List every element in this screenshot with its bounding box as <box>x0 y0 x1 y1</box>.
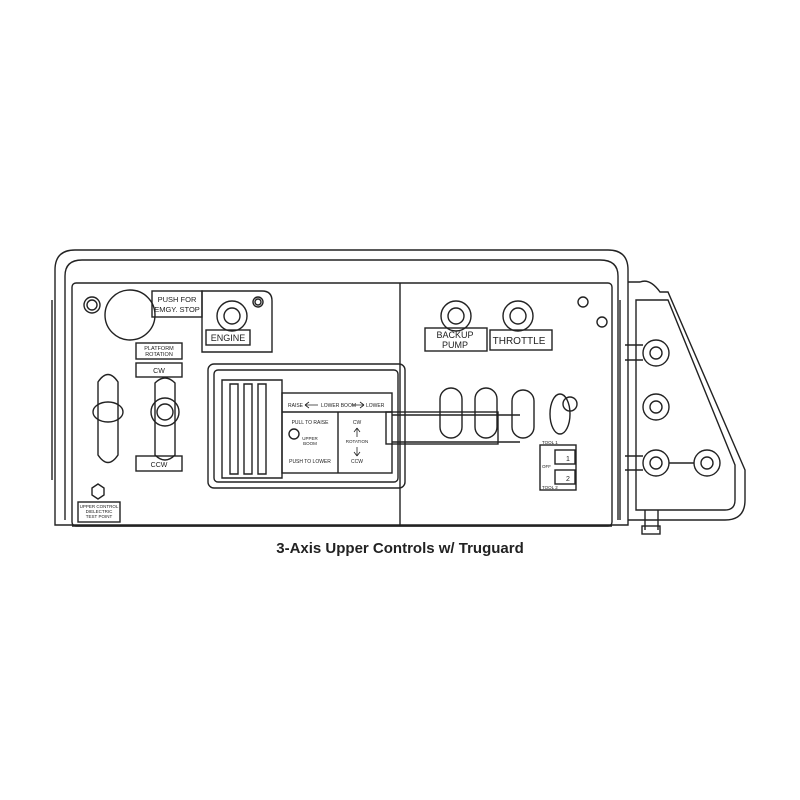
rotation-ccw-label: CCW <box>351 459 363 465</box>
boom-raise-label: RAISE <box>288 403 304 409</box>
controller-face <box>281 392 393 474</box>
tool-selector-plate <box>539 444 577 491</box>
ccw-label: CCW <box>151 462 168 469</box>
off-label: OFF <box>542 464 551 469</box>
tool-number-1: 1 <box>566 456 570 463</box>
engine-label: ENGINE <box>211 333 246 343</box>
fitting-2 <box>642 393 670 421</box>
upper-boom-label-1: UPPER <box>302 436 318 441</box>
throttle-plate <box>489 329 553 351</box>
push-to-lower-label: PUSH TO LOWER <box>289 459 331 465</box>
tool-selector-knob[interactable] <box>549 393 571 435</box>
tool-slot-1 <box>439 387 463 439</box>
fitting-3 <box>642 449 670 477</box>
tool-slot-2 <box>474 387 498 439</box>
backup-pump-plate <box>424 327 488 352</box>
housing-outer <box>54 249 629 526</box>
fitting-4 <box>693 449 721 477</box>
emergency-stop-button[interactable] <box>104 289 156 341</box>
throttle-label: THROTTLE <box>493 336 546 347</box>
boom-lower-label: LOWER <box>366 403 385 409</box>
emergency-stop-label-1: PUSH FOR <box>158 295 197 304</box>
boot-bellows <box>221 379 283 479</box>
platform-rotation-plate <box>135 342 183 360</box>
backup-pump-label-1: BACKUP <box>436 330 473 340</box>
backup-pump-label-2: PUMP <box>442 340 468 350</box>
upper-boom-label-2: BOOM <box>303 441 317 446</box>
rotation-slot-center <box>154 377 176 461</box>
truguard-frame-inner <box>635 299 736 511</box>
upper-boom-knob[interactable] <box>288 428 300 440</box>
pull-to-raise-label: PULL TO RAISE <box>292 420 330 426</box>
tool-2-label: TOOL 2 <box>542 485 558 490</box>
rotation-cw-label: CW <box>353 420 362 426</box>
cw-label: CW <box>153 368 165 375</box>
hex-nut <box>91 483 105 500</box>
controller-housing <box>207 363 406 489</box>
backup-pump-switch[interactable] <box>440 300 472 332</box>
engine-plate <box>205 329 251 346</box>
platform-rotation-label-2: ROTATION <box>145 352 173 358</box>
engine-switch[interactable] <box>216 300 248 332</box>
throttle-switch[interactable] <box>502 300 534 332</box>
diagram-caption: 3-Axis Upper Controls w/ Truguard <box>276 540 524 557</box>
dielectric-plate <box>77 501 121 523</box>
tool-slot-3 <box>511 389 535 439</box>
fitting-1 <box>642 339 670 367</box>
platform-rotation-knob[interactable] <box>150 397 180 427</box>
arrow-right-icon <box>352 401 365 409</box>
tool-1-label: TOOL 1 <box>542 440 558 445</box>
rotation-label: ROTATION <box>346 439 369 444</box>
housing-inner <box>64 259 619 520</box>
arrow-left-icon <box>304 401 318 409</box>
rotation-slot-left <box>97 373 119 464</box>
platform-rotation-label-1: PLATFORM <box>144 346 174 352</box>
tool-number-2: 2 <box>566 476 570 483</box>
dielectric-label-1: UPPER CONTROL <box>80 504 119 509</box>
boom-handle[interactable] <box>385 411 499 445</box>
boom-lower-boom-label: LOWER BOOM <box>321 403 356 409</box>
truguard-frame <box>628 280 746 521</box>
arrow-up-icon <box>353 427 361 437</box>
corner-screw <box>83 296 101 314</box>
arrow-down-icon <box>353 447 361 457</box>
dielectric-label-3: TEST POINT <box>86 514 113 519</box>
emergency-stop-label-2: EMGY. STOP <box>154 305 200 314</box>
engine-panel <box>201 290 273 353</box>
dielectric-label-2: DIELECTRIC <box>86 509 114 514</box>
